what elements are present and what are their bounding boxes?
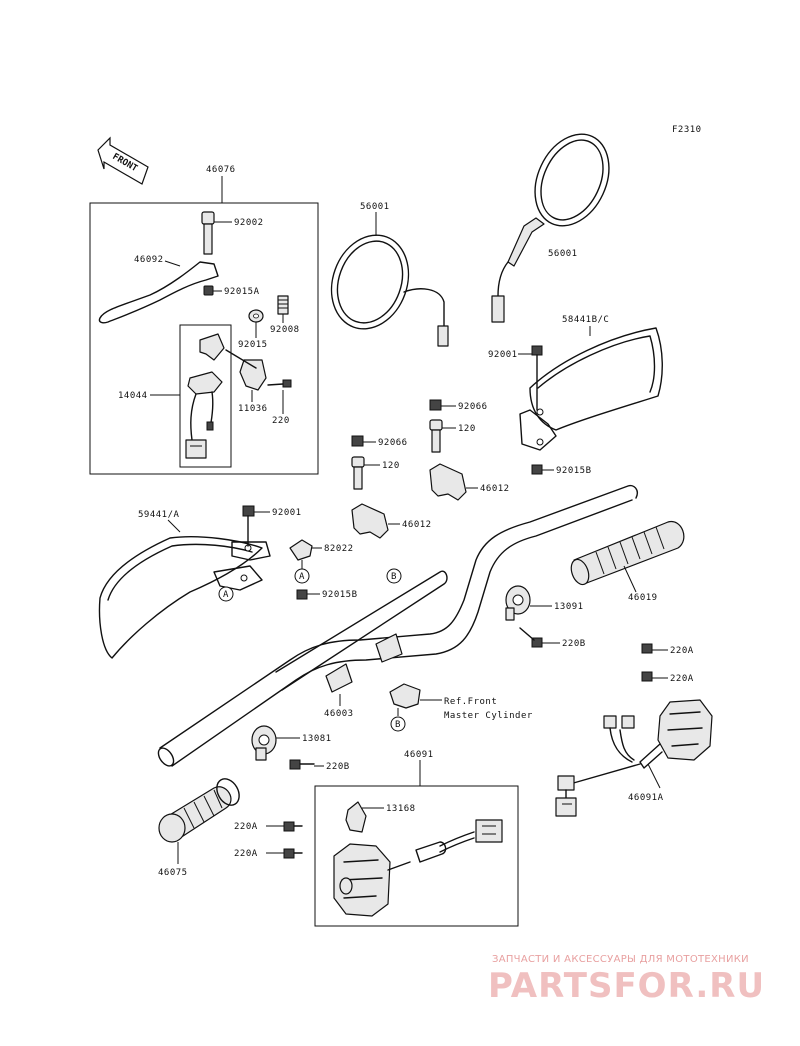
bracket-11036 — [225, 349, 267, 391]
label-82022: 82022 — [324, 544, 354, 554]
label-58441: 58441B/C — [562, 315, 609, 325]
label-220A-a: 220A — [670, 646, 694, 656]
label-92008: 92008 — [270, 325, 300, 335]
nut-92015B-right — [531, 464, 543, 475]
holder-13081 — [251, 725, 277, 761]
label-14044: 14044 — [118, 391, 148, 401]
label-120-a: 120 — [458, 424, 476, 434]
bolt-92001-left — [242, 505, 255, 517]
label-46012-b: 46012 — [402, 520, 432, 530]
label-92001-a: 92001 — [488, 350, 518, 360]
label-92015: 92015 — [238, 340, 268, 350]
label-13091: 13091 — [554, 602, 584, 612]
label-59441: 59441/A — [138, 510, 180, 520]
clip-82022 — [289, 539, 313, 561]
mark-A-2: A — [223, 590, 229, 600]
screw-220A-a — [641, 643, 653, 654]
label-92002: 92002 — [234, 218, 264, 228]
label-11036: 11036 — [238, 404, 268, 414]
screw-220B-left — [289, 759, 301, 770]
screw-220A-c — [283, 821, 295, 832]
clutch-lever-46092 — [98, 261, 219, 324]
label-46012-a: 46012 — [480, 484, 510, 494]
grip-right-46019 — [570, 521, 685, 586]
front-arrow-icon: FRONT — [97, 136, 149, 185]
nut-92066-a — [429, 399, 442, 411]
clutch-lever-assembly-box — [89, 202, 319, 475]
mirror-right-56001 — [491, 133, 610, 323]
label-46019: 46019 — [628, 593, 658, 603]
ref-label-2: Master Cylinder — [444, 711, 533, 721]
label-92015A-1: 92015A — [224, 287, 260, 297]
mark-A-1: A — [299, 572, 305, 582]
label-46091A: 46091A — [628, 793, 664, 803]
label-46091: 46091 — [404, 750, 434, 760]
spring-92008 — [277, 295, 289, 315]
label-13168: 13168 — [386, 804, 416, 814]
hand-guard-left-59441 — [98, 536, 271, 659]
label-56001-a: 56001 — [360, 202, 390, 212]
ref-label-1: Ref.Front — [444, 697, 497, 707]
nut-92066-b — [351, 435, 364, 447]
nut-92015A — [203, 285, 214, 296]
label-92066-b: 92066 — [378, 438, 408, 448]
grip-left-46075 — [158, 778, 240, 843]
label-46092: 46092 — [134, 255, 164, 265]
label-56001-b: 56001 — [548, 249, 578, 259]
bolt-92001-right — [531, 345, 543, 356]
label-13081: 13081 — [302, 734, 332, 744]
label-220B-b: 220B — [326, 762, 350, 772]
clip-13168 — [345, 801, 367, 833]
screw-220A-d — [283, 848, 295, 859]
screw-220 — [267, 379, 292, 388]
clamp-upper-46012-a — [429, 463, 467, 501]
master-cylinder-clamp — [389, 683, 421, 709]
label-46076: 46076 — [206, 165, 236, 175]
switch-assembly-box — [179, 324, 232, 468]
mirror-left-56001 — [330, 234, 449, 347]
watermark-tagline: ЗАПЧАСТИ И АКСЕССУАРЫ ДЛЯ МОТОТЕХНИКИ — [492, 954, 749, 965]
label-92015B-l: 92015B — [322, 590, 358, 600]
label-92015B-r: 92015B — [556, 466, 592, 476]
label-220B-a: 220B — [562, 639, 586, 649]
label-220A-c: 220A — [234, 822, 258, 832]
label-120-b: 120 — [382, 461, 400, 471]
label-46075: 46075 — [158, 868, 188, 878]
mark-B-2: B — [395, 720, 401, 730]
hand-guard-right-58441 — [519, 327, 663, 451]
label-220A-d: 220A — [234, 849, 258, 859]
bolt-120-a — [429, 419, 443, 453]
label-92001-b: 92001 — [272, 508, 302, 518]
switch-left-box — [314, 785, 519, 927]
label-220: 220 — [272, 416, 290, 426]
watermark-logo: PARTSFOR.RU — [488, 966, 766, 1006]
clamp-upper-46012-b — [351, 503, 389, 539]
switch-left-46091 — [333, 819, 503, 917]
handlebar-46003 — [157, 484, 638, 767]
holder-13091 — [505, 585, 531, 621]
screw-220A-b — [641, 671, 653, 682]
nut-92015B-left — [296, 589, 308, 600]
switch-right-46091A — [555, 699, 713, 817]
label-220A-b: 220A — [670, 674, 694, 684]
label-46003: 46003 — [324, 709, 354, 719]
label-92066-a: 92066 — [458, 402, 488, 412]
bolt-120-b — [351, 456, 365, 490]
bolt-92002 — [201, 211, 215, 255]
figure-code: F2310 — [672, 125, 702, 135]
switch-14044 — [185, 333, 225, 459]
mark-B-1: B — [391, 572, 397, 582]
